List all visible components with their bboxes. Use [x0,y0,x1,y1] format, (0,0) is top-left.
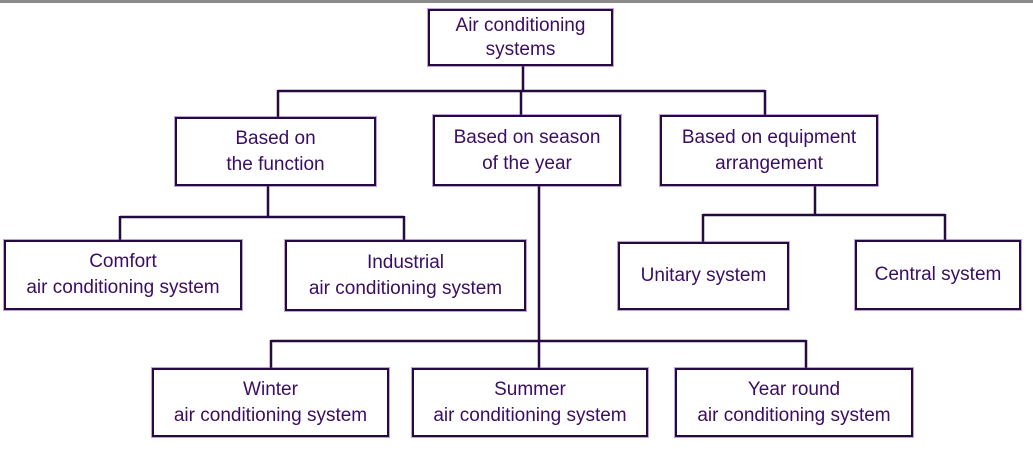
node-label-line: Air conditioning [455,14,586,36]
node-comfort-system: Comfort air conditioning system [4,240,242,310]
node-label-line: air conditioning system [26,277,220,298]
node-label-line: systems [485,38,556,60]
node-year-round-system: Year round air conditioning system [675,368,913,437]
node-label-line: Winter [243,378,298,400]
node-air-conditioning-systems: Air conditioning systems [428,9,613,66]
node-label-line: Based on season [453,126,601,148]
node-unitary-system: Unitary system [618,242,789,310]
node-label-line: Based on equipment [681,126,857,148]
node-label-line: the function [226,153,325,175]
node-based-on-season: Based on season of the year [433,115,621,186]
node-label-line: Comfort [89,251,157,272]
node-industrial-system: Industrial air conditioning system [285,240,526,311]
node-label-line: Unitary system [640,265,767,286]
node-label-line: air conditioning system [173,404,368,426]
node-central-system: Central system [855,240,1021,310]
node-summer-system: Summer air conditioning system [412,368,648,437]
node-label-line: Year round [747,378,841,400]
node-based-on-function: Based on the function [175,117,376,186]
node-label-line: Industrial [366,251,445,273]
node-label-line: Based on [235,127,316,149]
node-based-on-equipment: Based on equipment arrangement [660,115,878,186]
node-label-line: of the year [482,152,572,174]
top-rule [0,0,1033,3]
node-label-line: air conditioning system [697,404,891,426]
node-label-line: Summer [494,378,566,400]
node-label-line: air conditioning system [308,277,503,299]
node-winter-system: Winter air conditioning system [152,368,389,437]
node-label-line: Central system [874,264,1002,285]
node-label-line: arrangement [715,152,823,174]
node-label-line: air conditioning system [433,404,627,426]
